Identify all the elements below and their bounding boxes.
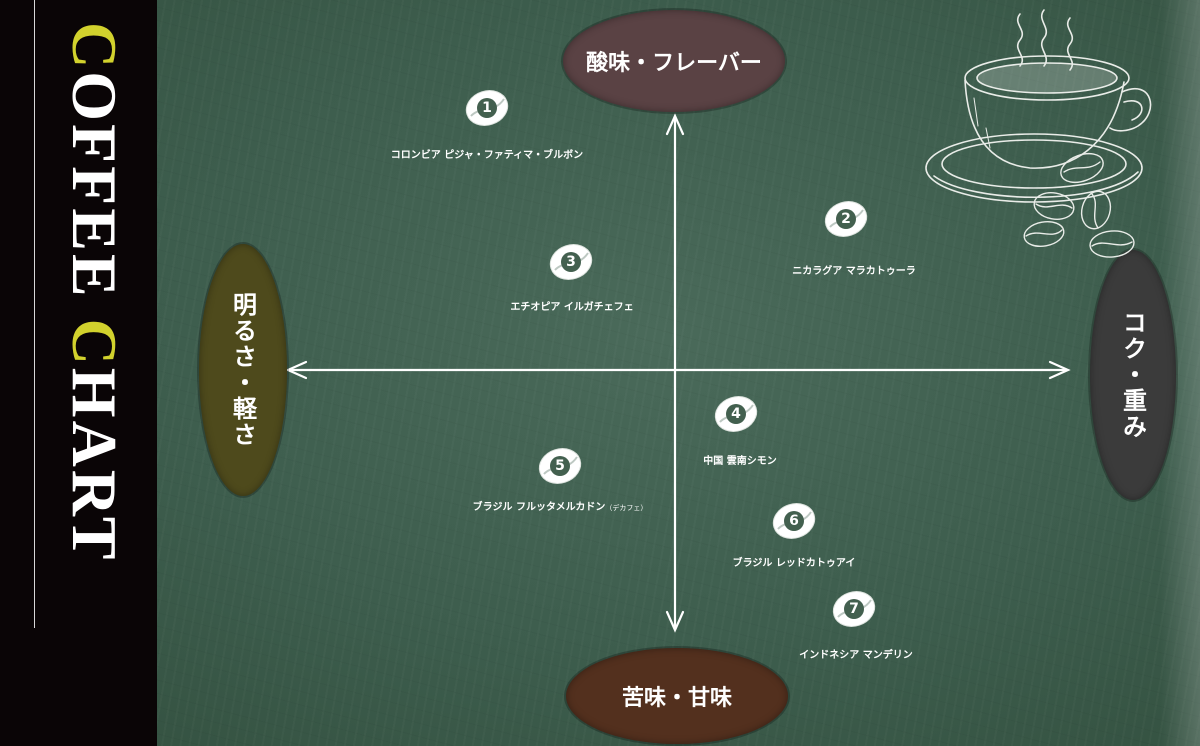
coffee-name-label: エチオピア イルガチェフェ — [510, 298, 633, 313]
coffee-name-text: ブラジル フルッタメルカドン — [472, 502, 606, 513]
coffee-name-label: コロンビア ピジャ・ファティマ・ブルボン — [391, 146, 583, 161]
coffee-name-label: ブラジル レッドカトゥアイ — [733, 554, 856, 569]
title-letter-c1: C — [59, 22, 130, 72]
axis-label-acidity-text: 酸味・フレーバー — [586, 50, 762, 76]
coffee-bean-marker: 1 — [464, 88, 510, 128]
title-banner: COFFEE CHART — [0, 0, 157, 746]
coffee-name-text: インドネシア マンデリン — [799, 650, 913, 661]
coffee-number-badge: 5 — [550, 456, 570, 476]
coffee-name-text: エチオピア イルガチェフェ — [510, 302, 634, 313]
axis-label-body-text: コク・重み — [1118, 310, 1148, 440]
coffee-name-text: ニカラグア マラカトゥーラ — [792, 266, 916, 277]
coffee-cup-icon — [925, 9, 1152, 258]
axis-label-bitterness-text: 苦味・甘味 — [621, 685, 732, 711]
coffee-note-text: （デカフェ） — [605, 504, 648, 512]
title-word-offee: OFFEE — [59, 71, 130, 319]
coffee-number-badge: 6 — [784, 511, 804, 531]
coffee-name-label: ブラジル フルッタメルカドン（デカフェ） — [473, 498, 648, 513]
title-letter-c2: C — [59, 318, 130, 368]
banner-divider-line — [34, 0, 35, 628]
coffee-name-label: 中国 雲南シモン — [703, 452, 776, 467]
coffee-bean-marker: 3 — [548, 242, 594, 282]
axis-label-bitterness: 苦味・甘味 — [566, 648, 788, 744]
axis-label-brightness: 明るさ・軽さ — [199, 244, 287, 496]
axis-label-body: コク・重み — [1090, 250, 1176, 500]
coffee-name-label: インドネシア マンデリン — [799, 646, 912, 661]
coffee-bean-marker: 7 — [831, 589, 877, 629]
coffee-number-badge: 1 — [477, 98, 497, 118]
coffee-name-text: 中国 雲南シモン — [703, 456, 777, 467]
coffee-name-text: ブラジル レッドカトゥアイ — [732, 558, 856, 569]
coffee-number-badge: 3 — [561, 252, 581, 272]
coffee-bean-marker: 2 — [823, 199, 869, 239]
coffee-number-badge: 2 — [836, 209, 856, 229]
title-word-hart: HART — [59, 367, 130, 563]
coffee-number-badge: 7 — [844, 599, 864, 619]
coffee-name-text: コロンビア ピジャ・ファティマ・ブルボン — [390, 150, 584, 161]
axis-label-brightness-text: 明るさ・軽さ — [228, 292, 258, 448]
coffee-bean-marker: 4 — [713, 394, 759, 434]
axis-label-acidity: 酸味・フレーバー — [563, 10, 785, 112]
coffee-name-label: ニカラグア マラカトゥーラ — [792, 262, 915, 277]
coffee-bean-marker: 5 — [537, 446, 583, 486]
coffee-number-badge: 4 — [726, 404, 746, 424]
chart-title: COFFEE CHART — [44, 22, 144, 622]
coffee-bean-marker: 6 — [771, 501, 817, 541]
